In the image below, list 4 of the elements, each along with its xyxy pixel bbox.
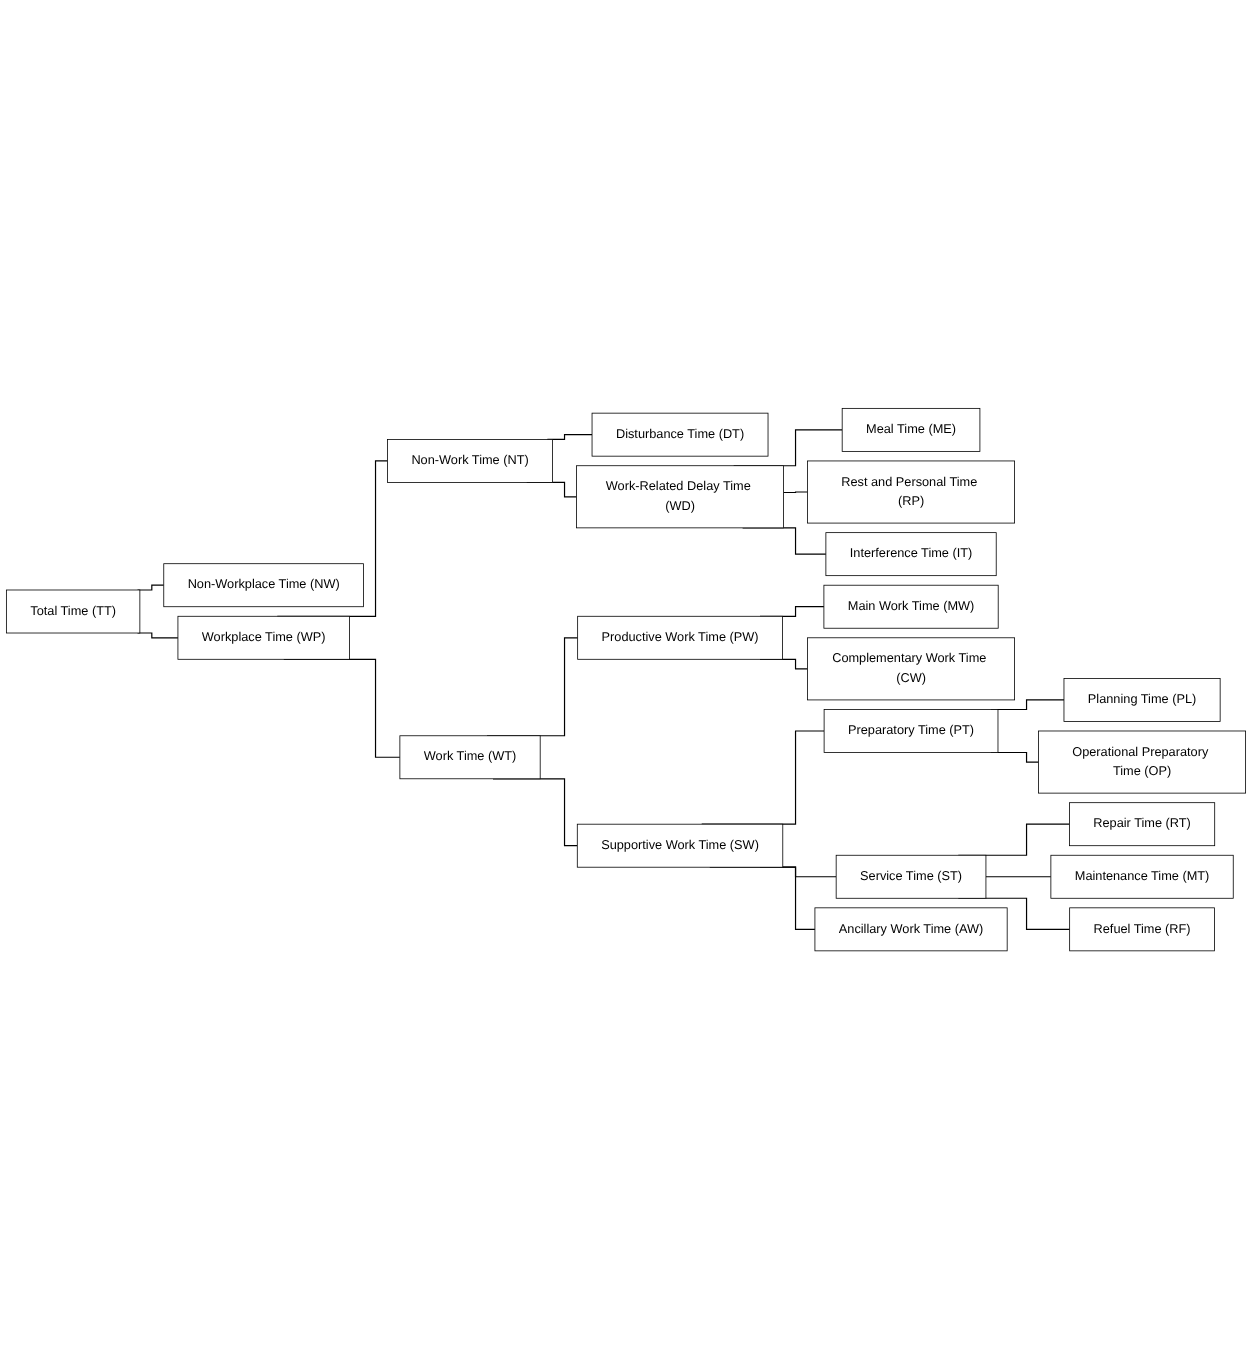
connector: [783, 491, 809, 494]
connector: [136, 585, 165, 591]
connector: [136, 632, 179, 639]
connector: [985, 876, 1052, 878]
